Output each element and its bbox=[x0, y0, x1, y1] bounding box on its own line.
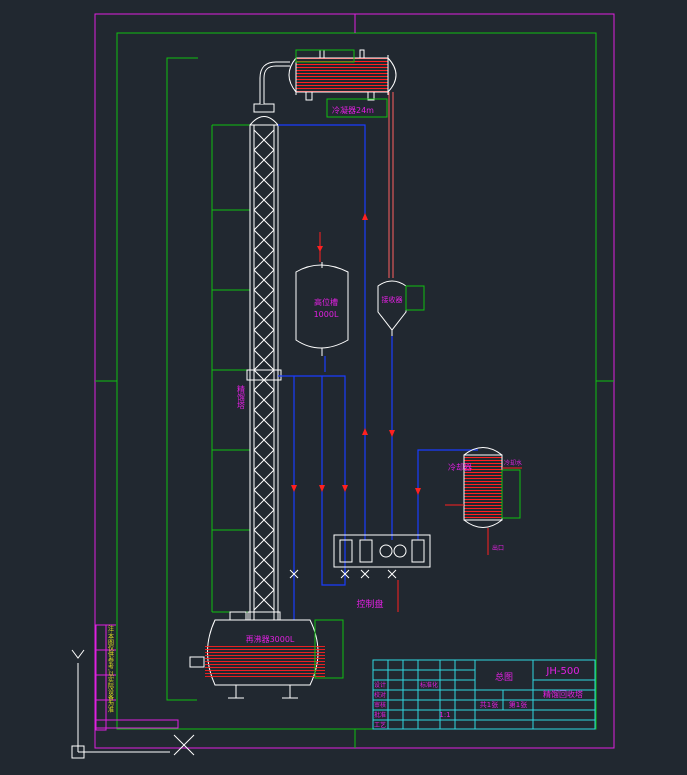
packing-brace bbox=[253, 269, 275, 291]
cooler-label: 冷却器 bbox=[448, 462, 472, 472]
packing-brace bbox=[253, 149, 275, 171]
control-panel bbox=[333, 534, 431, 568]
packing-brace bbox=[253, 229, 275, 251]
condenser bbox=[288, 49, 397, 118]
title-block-sheet-total: 共1张 bbox=[480, 700, 498, 709]
packing-brace bbox=[253, 509, 275, 531]
condenser-label: 冷凝器24m bbox=[332, 105, 374, 115]
flow-arrows bbox=[291, 213, 421, 495]
cooler bbox=[445, 447, 522, 555]
packing-brace bbox=[253, 129, 275, 151]
title-block-approve: 批准 bbox=[374, 711, 386, 719]
high-tank-label: 高位槽 bbox=[314, 297, 338, 307]
receiver-label: 接收器 bbox=[382, 295, 403, 304]
valves bbox=[289, 569, 397, 579]
column-dimension-ladder bbox=[211, 124, 250, 613]
reboiler-label: 再沸器3000L bbox=[246, 634, 295, 644]
outer-border bbox=[94, 13, 615, 749]
packing-brace bbox=[253, 209, 275, 231]
packing-brace bbox=[253, 409, 275, 431]
packing-brace bbox=[253, 189, 275, 211]
title-block-craft: 工艺 bbox=[374, 721, 386, 729]
column-label: 精馏塔 bbox=[237, 384, 246, 410]
packing-brace bbox=[253, 249, 275, 271]
title-block-drawing-no: JH-500 bbox=[545, 666, 579, 677]
ucs-icon bbox=[71, 649, 195, 759]
height-dimension bbox=[166, 57, 198, 701]
control-panel-label: 控制盘 bbox=[356, 598, 383, 610]
high-level-tank bbox=[295, 232, 349, 356]
distillation-column bbox=[246, 103, 282, 621]
title-block-subtitle: 精馏回收塔 bbox=[543, 689, 583, 699]
receiver bbox=[377, 280, 425, 336]
process-lines bbox=[278, 124, 478, 620]
title-block-title: 总图 bbox=[495, 671, 513, 683]
side-table bbox=[95, 624, 179, 731]
packing-brace bbox=[253, 589, 275, 611]
high-tank-volume: 1000L bbox=[314, 310, 339, 319]
title-block-review: 审核 bbox=[374, 701, 386, 709]
inner-frame bbox=[116, 32, 597, 730]
packing-brace bbox=[253, 309, 275, 331]
packing-brace bbox=[253, 289, 275, 311]
packing-brace bbox=[253, 349, 275, 371]
side-note: 注:本图仅供参考,以实际设备为准 bbox=[107, 624, 114, 714]
title-block bbox=[372, 659, 596, 730]
packing-brace bbox=[253, 449, 275, 471]
vapor-line bbox=[259, 61, 290, 104]
vapor-line-core bbox=[260, 62, 290, 104]
outlet-label: 出口 bbox=[492, 544, 504, 552]
title-block-scale: 1:1 bbox=[439, 711, 450, 719]
title-block-sheet-no: 第1张 bbox=[509, 700, 527, 709]
packing-brace bbox=[253, 329, 275, 351]
packing-brace bbox=[253, 489, 275, 511]
packing-brace bbox=[253, 529, 275, 551]
packing-brace bbox=[253, 429, 275, 451]
packing-brace bbox=[253, 389, 275, 411]
packing-brace bbox=[253, 469, 275, 491]
packing-brace bbox=[253, 549, 275, 571]
title-block-design: 设计 bbox=[374, 681, 386, 689]
packing-brace bbox=[253, 569, 275, 591]
cooling-water-label: 冷却水 bbox=[504, 459, 522, 467]
title-block-check: 校对 bbox=[374, 691, 386, 699]
packing-brace bbox=[253, 169, 275, 191]
title-block-std: 标准化 bbox=[420, 681, 438, 689]
reboiler bbox=[189, 611, 344, 699]
